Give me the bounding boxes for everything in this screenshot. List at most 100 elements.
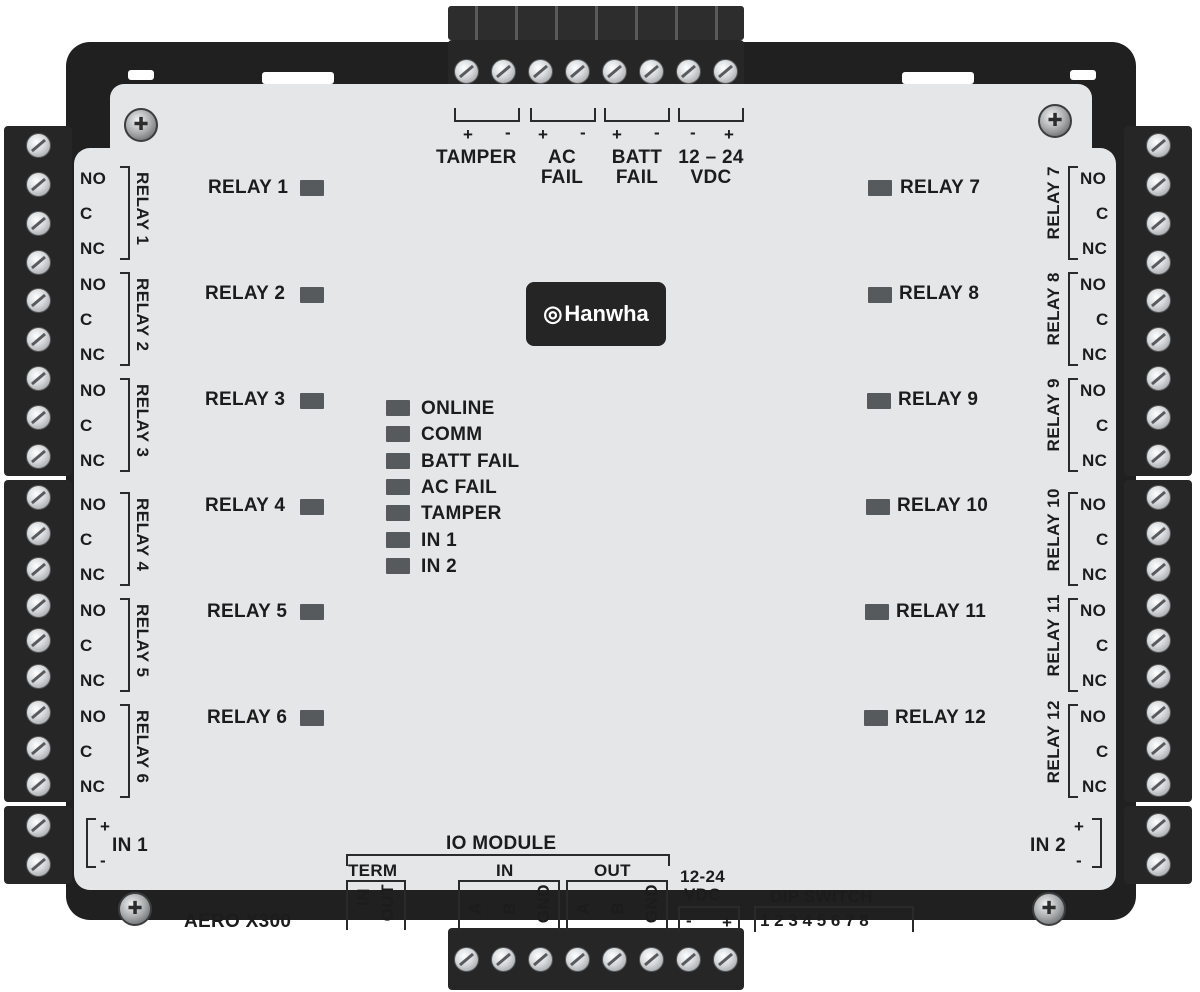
right-input-terminal xyxy=(1124,806,1192,884)
left-input-terminal xyxy=(4,806,72,884)
terminal-screw[interactable] xyxy=(1145,366,1171,392)
relay-5-led xyxy=(300,604,324,620)
contact-nc: NC xyxy=(1082,239,1108,258)
relay-4-led xyxy=(300,499,324,515)
terminal-screw[interactable] xyxy=(1145,771,1171,797)
relay-bracket xyxy=(1068,166,1078,260)
terminal-screw[interactable] xyxy=(1145,327,1171,353)
terminal-screw[interactable] xyxy=(1145,699,1171,725)
bottom-vdc-label-line1: 12-24 xyxy=(680,867,725,886)
terminal-screw[interactable] xyxy=(713,58,738,84)
terminal-screw[interactable] xyxy=(1145,210,1171,236)
terminal-screw[interactable] xyxy=(25,443,51,469)
terminal-screw[interactable] xyxy=(1145,288,1171,314)
terminal-screw[interactable] xyxy=(1145,852,1171,877)
terminal-screw[interactable] xyxy=(491,946,516,972)
in-pin-b: B xyxy=(500,902,519,915)
top-terminal-block xyxy=(448,40,744,102)
contact-c: C xyxy=(1096,310,1109,329)
terminal-screw[interactable] xyxy=(565,946,590,972)
relay-group-label: RELAY 6 xyxy=(133,710,152,784)
dip-switch-box[interactable]: 1 2 3 4 5 6 7 8 xyxy=(754,906,914,932)
comm-led xyxy=(386,426,410,442)
terminal-screw[interactable] xyxy=(676,58,701,84)
terminal-screw[interactable] xyxy=(25,249,51,275)
terminal-screw[interactable] xyxy=(25,521,51,547)
relay-bracket xyxy=(120,378,130,472)
terminal-screw[interactable] xyxy=(25,664,51,690)
pin-plus: + xyxy=(538,125,549,144)
terminal-screw[interactable] xyxy=(25,210,51,236)
left-terminal-block-2 xyxy=(4,480,72,802)
terminal-screw[interactable] xyxy=(713,946,738,972)
contact-nc: NC xyxy=(80,565,106,584)
terminal-screw[interactable] xyxy=(1145,813,1171,838)
status-led-label: AC FAIL xyxy=(421,477,497,498)
relay-group-label: RELAY 7 xyxy=(1044,166,1063,240)
terminal-screw[interactable] xyxy=(25,852,51,877)
terminal-screw[interactable] xyxy=(639,58,664,84)
contact-no: NO xyxy=(1080,275,1107,294)
terminal-screw[interactable] xyxy=(1145,664,1171,690)
terminal-screw[interactable] xyxy=(1145,556,1171,582)
contact-no: NO xyxy=(1080,381,1107,400)
terminal-screw[interactable] xyxy=(454,946,479,972)
terminal-screw[interactable] xyxy=(639,946,664,972)
terminal-screw[interactable] xyxy=(25,592,51,618)
relay-group-12: RELAY 12 NO C NC xyxy=(1040,698,1120,804)
terminal-screw[interactable] xyxy=(25,288,51,314)
terminal-screw[interactable] xyxy=(528,946,553,972)
terminal-screw[interactable] xyxy=(25,132,51,158)
relay-12-led xyxy=(864,710,888,726)
terminal-screw[interactable] xyxy=(25,485,51,511)
terminal-screw[interactable] xyxy=(25,735,51,761)
terminal-screw[interactable] xyxy=(602,58,627,84)
terminal-screw[interactable] xyxy=(1145,443,1171,469)
batt-fail-label: BATT FAIL xyxy=(611,147,663,188)
terminal-screw[interactable] xyxy=(528,58,553,84)
terminal-screw[interactable] xyxy=(25,771,51,797)
bottom-vdc-pin-minus: - xyxy=(686,911,692,930)
relay-group-1: NO C NC RELAY 1 xyxy=(80,160,160,266)
relay-group-7: RELAY 7 NO C NC xyxy=(1040,160,1120,266)
terminal-screw[interactable] xyxy=(1145,628,1171,654)
contact-no: NO xyxy=(80,601,107,620)
terminal-screw[interactable] xyxy=(25,405,51,431)
contact-no: NO xyxy=(1080,707,1107,726)
bottom-vdc-pin-plus: + xyxy=(722,913,733,932)
terminal-screw[interactable] xyxy=(1145,405,1171,431)
terminal-screw[interactable] xyxy=(25,327,51,353)
terminal-screw[interactable] xyxy=(454,58,479,84)
terminal-screw[interactable] xyxy=(491,58,516,84)
relay-group-label: RELAY 8 xyxy=(1044,272,1063,346)
terminal-screw[interactable] xyxy=(1145,249,1171,275)
terminal-screw[interactable] xyxy=(602,946,627,972)
relay-led-label: RELAY 4 xyxy=(205,495,286,516)
relay-led-label: RELAY 6 xyxy=(207,707,288,728)
relay-bracket xyxy=(120,272,130,366)
terminal-screw[interactable] xyxy=(1145,592,1171,618)
terminal-screw[interactable] xyxy=(1145,735,1171,761)
panel-screw-icon xyxy=(1032,892,1066,926)
contact-nc: NC xyxy=(1082,565,1108,584)
terminal-screw[interactable] xyxy=(1145,521,1171,547)
terminal-screw[interactable] xyxy=(1145,171,1171,197)
terminal-screw[interactable] xyxy=(676,946,701,972)
terminal-screw[interactable] xyxy=(25,813,51,838)
relay-led-label: RELAY 9 xyxy=(898,389,979,410)
terminal-screw[interactable] xyxy=(565,58,590,84)
relay-group-11: RELAY 11 NO C NC xyxy=(1040,592,1120,698)
terminal-screw[interactable] xyxy=(25,699,51,725)
contact-c: C xyxy=(80,204,93,223)
relay-8-led xyxy=(868,287,892,303)
terminal-screw[interactable] xyxy=(1145,132,1171,158)
terminal-screw[interactable] xyxy=(25,628,51,654)
pin-plus: + xyxy=(612,125,623,144)
terminal-screw[interactable] xyxy=(1145,485,1171,511)
terminal-screw[interactable] xyxy=(25,171,51,197)
terminal-screw[interactable] xyxy=(25,556,51,582)
terminal-screw[interactable] xyxy=(25,366,51,392)
status-led-label: TAMPER xyxy=(421,503,502,524)
panel-screw-icon xyxy=(124,108,158,142)
relay-2-led xyxy=(300,287,324,303)
